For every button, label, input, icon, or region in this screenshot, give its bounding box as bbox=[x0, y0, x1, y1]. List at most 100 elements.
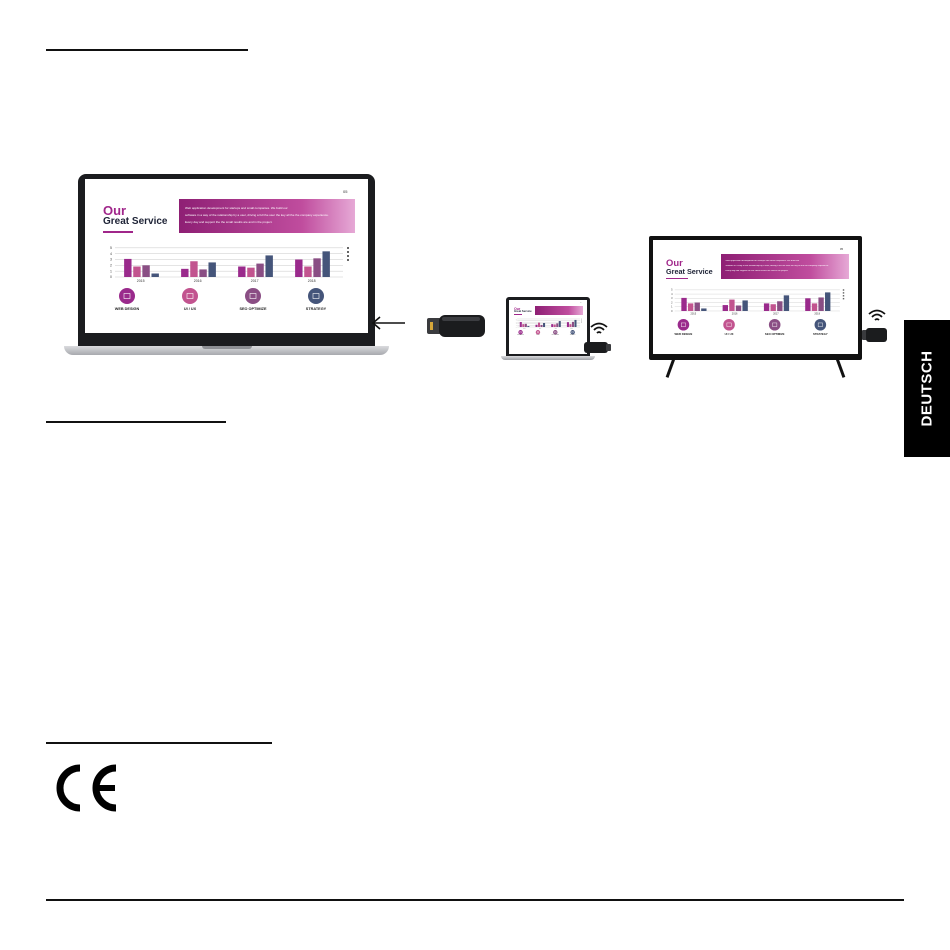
laptop-chart-bar bbox=[322, 251, 330, 277]
small-laptop-chart-bar bbox=[527, 326, 530, 328]
small-laptop-chart-tick-label: 2 bbox=[516, 323, 517, 325]
small-laptop-chart-bar bbox=[522, 324, 525, 328]
small-laptop-chart-bar bbox=[558, 321, 561, 328]
arrow-left-icon bbox=[371, 316, 405, 330]
laptop-service-label: WEB DESIGN bbox=[114, 307, 140, 311]
small-laptop-chart-tick-label: 3 bbox=[516, 322, 517, 324]
laptop-chart-tick-label: 3 bbox=[110, 258, 112, 262]
tv-slide-nav-dot bbox=[842, 292, 845, 294]
tv-service-glyph bbox=[726, 322, 732, 327]
tv-slide-banner-line: Web application development for startups… bbox=[725, 259, 800, 262]
laptop-chart-tick-label: 0 bbox=[110, 275, 112, 279]
small-laptop-service-label: WEB DESIGN bbox=[517, 335, 524, 337]
tv-chart-bar bbox=[722, 305, 728, 311]
small-laptop-chart-bar bbox=[556, 323, 559, 328]
tv-chart-bar bbox=[763, 303, 770, 311]
laptop-chart-bar bbox=[199, 269, 207, 277]
laptop-slide-nav-dot bbox=[347, 251, 349, 253]
tv-service-label: UI / UX bbox=[724, 332, 734, 336]
tv-chart-bar bbox=[729, 299, 735, 311]
laptop-slide-nav-dot bbox=[347, 259, 349, 261]
tv-chart-bar bbox=[783, 295, 790, 311]
tv-chart-bar bbox=[694, 302, 700, 311]
small-laptop-service-chart-icon bbox=[553, 330, 558, 335]
laptop-slide-banner-line: software in a way of the relationship by… bbox=[185, 213, 329, 217]
laptop-chart-tick-label: 4 bbox=[110, 252, 112, 256]
laptop-slide-title-underline bbox=[103, 231, 133, 233]
tv-chart-bar bbox=[825, 292, 831, 311]
wifi-icon bbox=[868, 309, 886, 321]
tv-slide-title-underline bbox=[666, 277, 688, 279]
tv-chart-tick-label: 3 bbox=[671, 297, 673, 300]
tv-slide-banner-line: Every day and support the the small resu… bbox=[725, 269, 789, 272]
laptop-chart-tick-label: 5 bbox=[110, 246, 112, 250]
tv-chart-bar bbox=[818, 297, 824, 311]
small-laptop-service-monitor-icon bbox=[518, 330, 523, 335]
small-laptop-service-square-icon bbox=[535, 330, 541, 335]
small-laptop-service-pen-icon bbox=[570, 330, 575, 335]
laptop-slide-nav-dot bbox=[347, 255, 349, 257]
small-laptop-chart-bar bbox=[551, 324, 554, 328]
tv-slide-page-number: 05 bbox=[839, 247, 844, 252]
small-laptop-chart-tick-label: 0 bbox=[516, 326, 517, 328]
language-tab: DEUTSCH bbox=[904, 320, 950, 457]
small-laptop-chart-bar bbox=[569, 324, 572, 328]
tv-chart-bar bbox=[681, 297, 687, 311]
laptop-slide-banner-line: Every day and support the the small resu… bbox=[185, 220, 273, 224]
small-laptop-chart-bar bbox=[571, 321, 574, 328]
wifi-icon bbox=[590, 322, 608, 334]
footer-rule bbox=[46, 899, 904, 901]
tv-chart-bar bbox=[811, 303, 818, 311]
laptop-service-chart-icon bbox=[245, 288, 261, 304]
small-laptop-slide-title-2: Great Service bbox=[513, 310, 532, 314]
small-laptop-chart-bar bbox=[574, 319, 577, 328]
hdmi-dongle-icon bbox=[427, 315, 485, 337]
laptop-service-label: SEO OPTIMIZE bbox=[239, 307, 267, 311]
small-laptop-slide-banner-line: Web application development for startups… bbox=[537, 307, 582, 308]
tv-chart-tick-label: 2 bbox=[671, 301, 673, 304]
small-laptop-chart-category-label: 2015 bbox=[523, 327, 526, 329]
small-laptop-chart-bar bbox=[540, 324, 543, 328]
tv-chart-bar bbox=[735, 305, 742, 311]
tv-chart-category-label: 2017 bbox=[773, 313, 779, 316]
laptop-chart-bar bbox=[238, 266, 246, 277]
laptop-service-glyph bbox=[123, 293, 131, 299]
small-laptop-service-glyph bbox=[571, 331, 574, 334]
small-dongle-icon bbox=[584, 342, 611, 353]
laptop-chart-bar bbox=[133, 266, 141, 277]
section-rule-2 bbox=[46, 421, 226, 423]
laptop-chart-tick-label: 1 bbox=[110, 269, 112, 273]
small-laptop-service-glyph bbox=[536, 331, 539, 334]
tv-slide-title-2: Great Service bbox=[666, 266, 713, 276]
small-laptop-slide-page-number: 05 bbox=[580, 302, 582, 304]
laptop-chart-tick-label: 2 bbox=[110, 264, 112, 268]
small-laptop-chart-bar bbox=[566, 322, 569, 328]
small-laptop-slide-banner bbox=[534, 305, 584, 315]
laptop-chart-bar bbox=[304, 266, 312, 277]
small-laptop-slide-title-underline bbox=[513, 314, 523, 316]
tv-chart-tick-label: 5 bbox=[671, 289, 673, 292]
small-laptop-chart-bar bbox=[524, 323, 527, 328]
tv-slide-nav-dot bbox=[842, 295, 845, 297]
laptop-chart-bar bbox=[181, 268, 189, 277]
tv-service-label: STRATEGY bbox=[812, 332, 828, 336]
tv-chart-category-label: 2015 bbox=[691, 313, 697, 316]
tv-chart-bar bbox=[701, 308, 707, 311]
small-laptop-service-label: STRATEGY bbox=[569, 335, 576, 337]
laptop-notch bbox=[202, 346, 252, 349]
laptop-chart-bar bbox=[247, 267, 255, 277]
small-laptop-chart-tick-label: 4 bbox=[516, 320, 517, 322]
tv-service-pen-icon bbox=[814, 318, 827, 331]
tv-service-square-icon bbox=[723, 318, 735, 331]
laptop-chart-bar bbox=[151, 273, 159, 277]
laptop-service-pen-icon bbox=[308, 288, 324, 304]
laptop-service-square-icon bbox=[182, 288, 198, 304]
small-laptop-slide-nav-dot bbox=[581, 319, 582, 321]
laptop-service-glyph bbox=[312, 293, 320, 299]
tv-slide-title-1: Our bbox=[666, 257, 683, 269]
section-rule-1 bbox=[46, 49, 248, 51]
small-laptop-slide-nav-dot bbox=[581, 320, 582, 322]
laptop-service-glyph bbox=[186, 293, 194, 299]
